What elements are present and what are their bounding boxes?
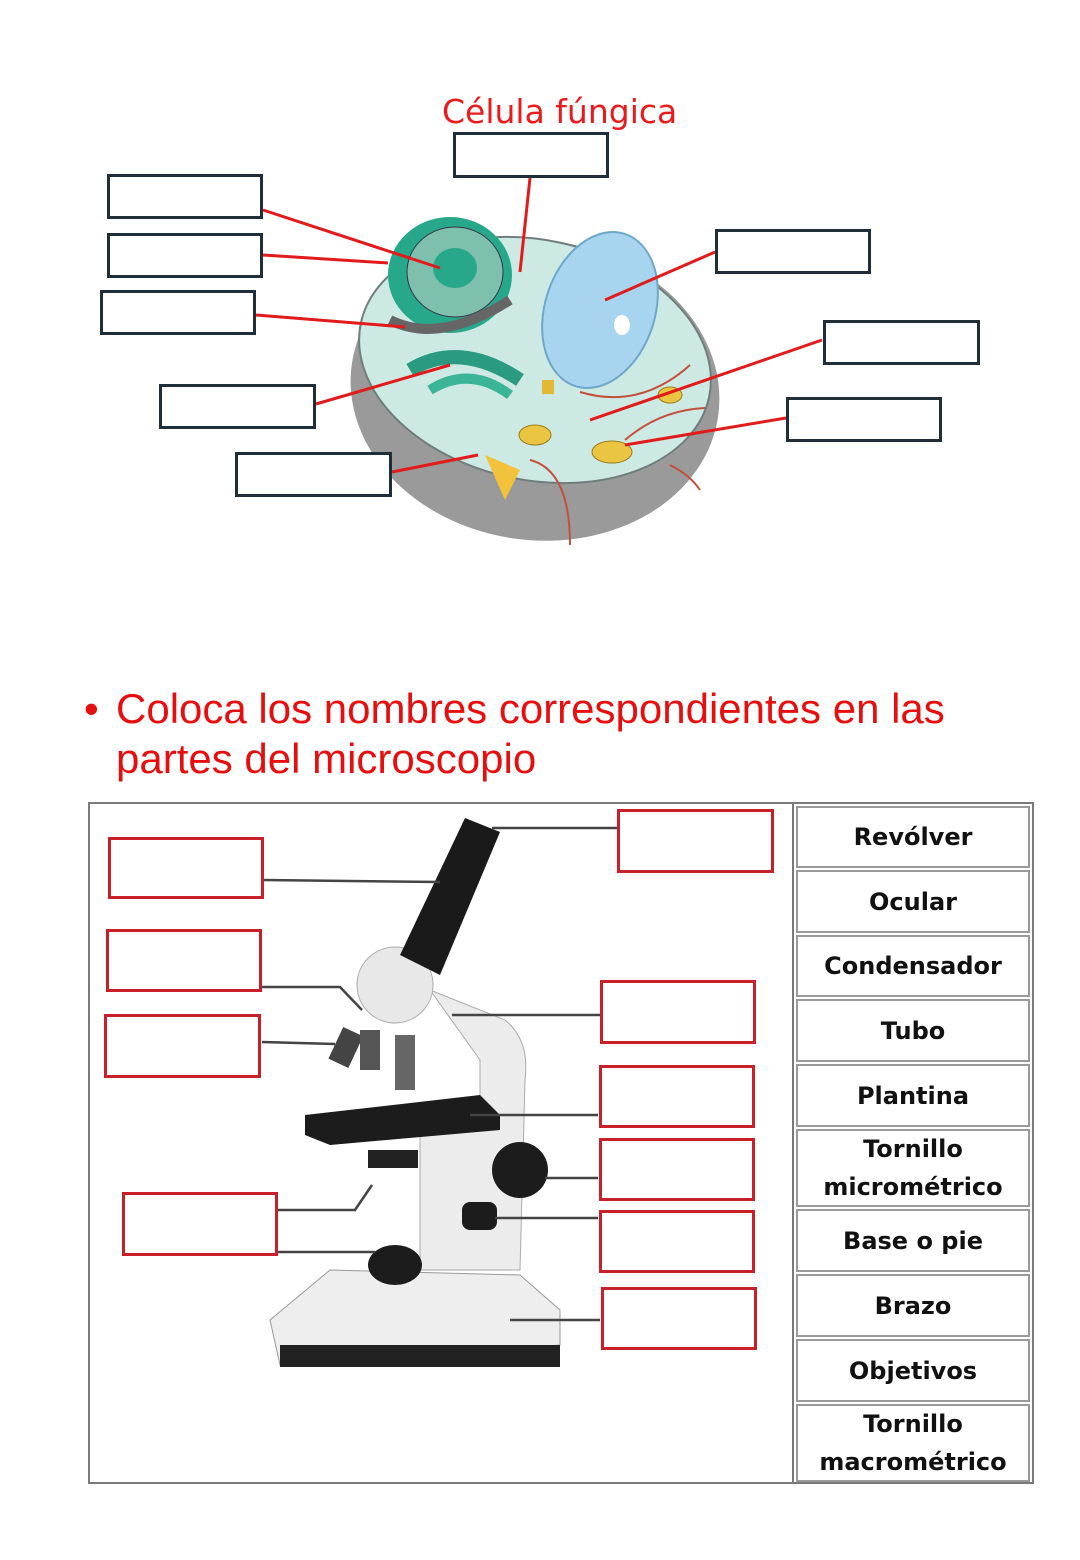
instruction-text: Coloca los nombres correspondientes en l… [116,685,945,782]
microscope-label-box-9[interactable] [599,1210,755,1273]
microscope-label-box-4[interactable] [122,1192,278,1256]
cell-label-box-5[interactable] [159,384,316,429]
word-bank-item[interactable]: Condensador [796,935,1030,997]
word-bank-item[interactable]: Tornillo macrométrico [796,1404,1030,1482]
word-bank-item[interactable]: Plantina [796,1064,1030,1127]
microscope-label-box-6[interactable] [600,980,756,1044]
cell-label-box-4[interactable] [100,290,256,335]
microscope-label-box-10[interactable] [601,1287,757,1350]
microscope-label-box-1[interactable] [108,837,264,899]
word-bank-item[interactable]: Ocular [796,870,1030,933]
cell-label-box-7[interactable] [715,229,871,274]
word-bank-item[interactable]: Brazo [796,1274,1030,1337]
cell-label-box-9[interactable] [786,397,942,442]
word-bank-item[interactable]: Tubo [796,999,1030,1062]
word-bank-item[interactable]: Tornillo micrométrico [796,1129,1030,1207]
microscope-label-box-7[interactable] [599,1065,755,1128]
word-bank: Revólver Ocular Condensador Tubo Plantin… [792,802,1036,1484]
microscope-label-box-8[interactable] [599,1138,755,1201]
cell-label-box-3[interactable] [107,233,263,278]
bullet-icon: • [84,685,99,732]
word-bank-item[interactable]: Revólver [796,806,1030,868]
word-bank-item[interactable]: Base o pie [796,1209,1030,1272]
cell-diagram-title: Célula fúngica [442,92,678,131]
microscope-label-box-2[interactable] [106,929,262,992]
cell-label-box-1[interactable] [453,132,609,178]
microscope-label-box-5[interactable] [617,809,774,873]
cell-label-box-2[interactable] [107,174,263,219]
microscope-worksheet-frame [88,802,1034,1484]
cell-label-box-6[interactable] [235,452,392,497]
microscope-label-box-3[interactable] [104,1014,261,1078]
fungal-cell-illustration [255,177,823,546]
cell-label-box-8[interactable] [823,320,980,365]
word-bank-item[interactable]: Objetivos [796,1339,1030,1402]
